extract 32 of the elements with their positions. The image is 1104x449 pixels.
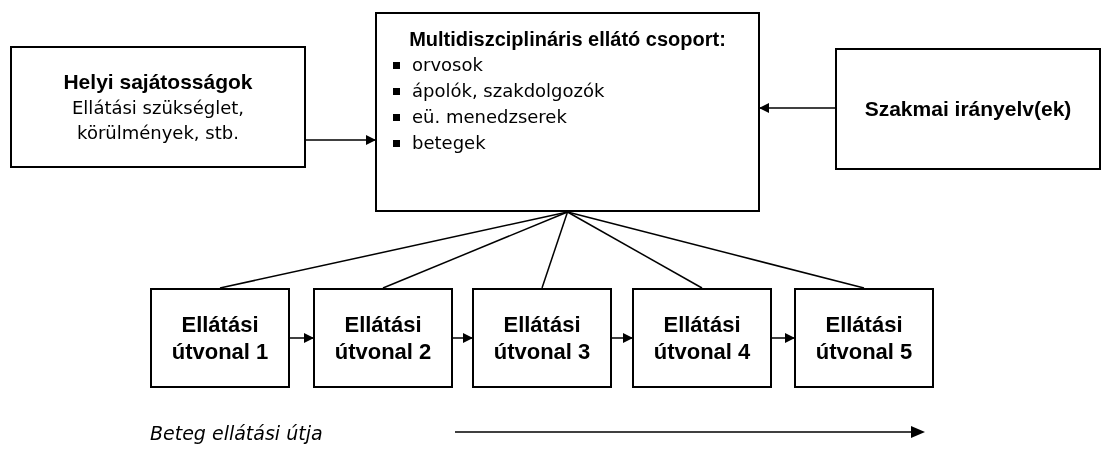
process-box bbox=[835, 48, 1101, 170]
arrow bbox=[305, 135, 376, 145]
list-item: orvosok bbox=[412, 53, 483, 77]
list-item: ápolók, szakdolgozók bbox=[412, 79, 605, 103]
box-title: Ellátási útvonal 3 bbox=[492, 311, 592, 365]
arrow bbox=[759, 103, 836, 113]
box-title: Ellátási útvonal 1 bbox=[170, 311, 270, 365]
process-box bbox=[794, 288, 934, 388]
arrow bbox=[771, 333, 795, 343]
process-box bbox=[313, 288, 453, 388]
connector-line bbox=[566, 211, 703, 289]
connector-line bbox=[566, 211, 865, 289]
arrow bbox=[452, 333, 473, 343]
box-title: Szakmai irányelv(ek) bbox=[864, 96, 1072, 122]
arrow bbox=[289, 333, 314, 343]
process-box bbox=[472, 288, 612, 388]
group-heading: Multidiszciplináris ellátó csoport: bbox=[408, 27, 727, 52]
box-text: Ellátási szükséglet, körülmények, stb. bbox=[71, 96, 245, 145]
box-title: Ellátási útvonal 5 bbox=[814, 311, 914, 365]
process-box bbox=[632, 288, 772, 388]
list-item: eü. menedzserek bbox=[412, 105, 567, 129]
arrow bbox=[611, 333, 633, 343]
connector-line bbox=[541, 211, 569, 289]
box-title: Helyi sajátosságok bbox=[63, 69, 253, 95]
box-title: Ellátási útvonal 4 bbox=[652, 311, 752, 365]
box-title: Ellátási útvonal 2 bbox=[333, 311, 433, 365]
axis-caption: Beteg ellátási útja bbox=[150, 421, 323, 446]
process-box bbox=[10, 46, 306, 168]
group-box bbox=[375, 12, 760, 212]
process-box bbox=[150, 288, 290, 388]
connector-line bbox=[382, 211, 569, 289]
list-item: betegek bbox=[412, 131, 486, 155]
